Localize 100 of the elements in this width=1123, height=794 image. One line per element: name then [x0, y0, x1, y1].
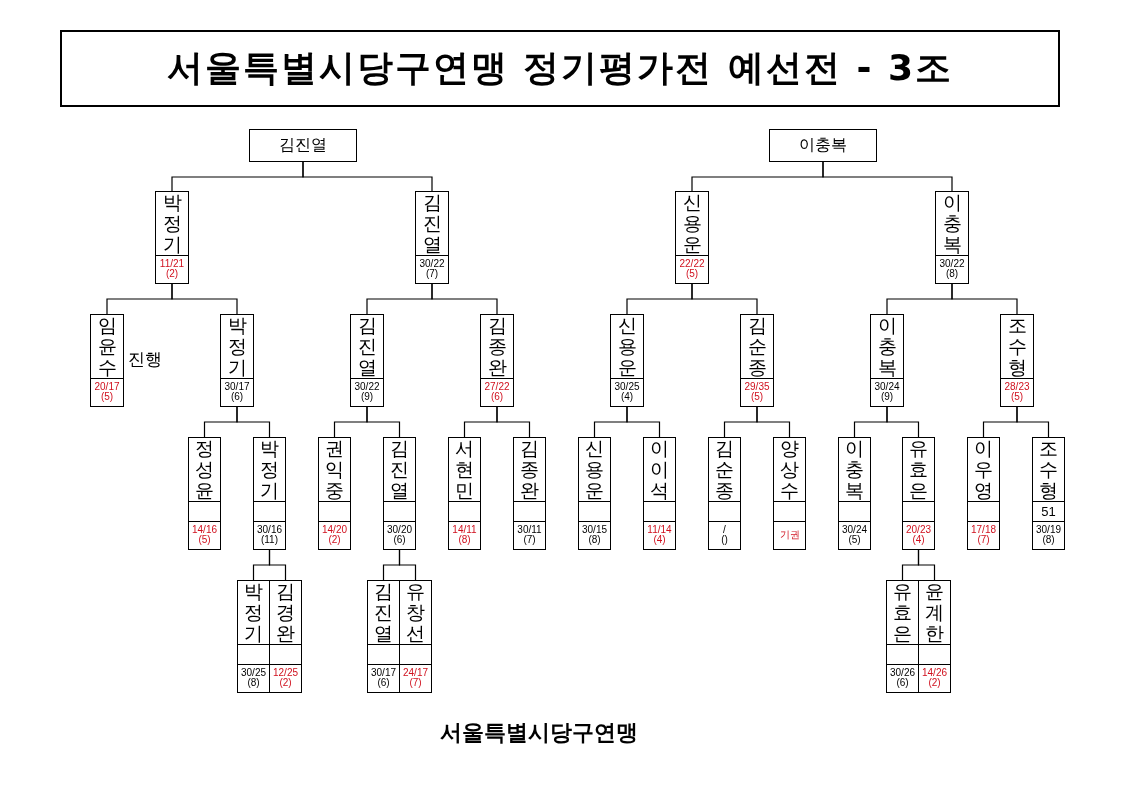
bracket-line [917, 549, 936, 581]
player-name: 김진열 [422, 192, 442, 255]
player-box [610, 314, 644, 407]
bracket-line [756, 406, 791, 438]
player-box [399, 580, 432, 693]
score-text: 30/20 (6) [386, 525, 413, 546]
player-name: 박정기 [244, 581, 263, 644]
player-box [249, 129, 357, 162]
player-box [1000, 314, 1034, 407]
player-name: 박정기 [227, 315, 247, 378]
player-name: 유창선 [406, 581, 425, 644]
player-box [578, 437, 611, 550]
player-box [902, 437, 935, 550]
score-text: 30/25 (4) [613, 381, 641, 403]
player-name: 이충복 [799, 135, 847, 156]
player-box [769, 129, 877, 162]
score-text: 30/22 (9) [353, 381, 381, 403]
player-box [318, 437, 351, 550]
score-text: 30/11 (7) [516, 525, 543, 546]
score-text: 30/22 (8) [938, 258, 966, 280]
player-name: 조수형 [1007, 315, 1027, 378]
note-text: 51 [1041, 503, 1056, 519]
player-name: 양상수 [780, 438, 799, 501]
player-name: 박정기 [260, 438, 279, 501]
player-name: 김진열 [374, 581, 393, 644]
score-text: 20/23 (4) [905, 525, 932, 546]
player-name: 신용운 [617, 315, 637, 378]
bracket-line [431, 283, 498, 315]
player-box [237, 580, 270, 693]
player-name: 김종완 [520, 438, 539, 501]
player-name: 정성윤 [195, 438, 214, 501]
player-name: 윤계한 [925, 581, 944, 644]
player-box [383, 437, 416, 550]
player-name: 신용운 [585, 438, 604, 501]
score-text: 12/25 (2) [272, 668, 299, 689]
player-name: 권익중 [325, 438, 344, 501]
score-text: 14/20 (2) [321, 525, 348, 546]
bracket-line [691, 283, 758, 315]
player-name: 이충복 [845, 438, 864, 501]
bracket-line [496, 406, 531, 438]
bracket-line [302, 161, 433, 192]
player-box [253, 437, 286, 550]
player-box [269, 580, 302, 693]
score-text: 30/15 (8) [581, 525, 608, 546]
score-text: 30/17 (6) [370, 668, 397, 689]
player-box [90, 314, 124, 407]
score-text: 30/19 (8) [1035, 525, 1062, 546]
score-text: 14/26 (2) [921, 668, 948, 689]
player-box [935, 191, 969, 284]
title-text: 서울특별시당구연맹 정기평가전 예선전 - 3조 [166, 46, 954, 90]
bracket-line [268, 549, 287, 581]
player-box [740, 314, 774, 407]
player-name: 유효은 [909, 438, 928, 501]
player-box [155, 191, 189, 284]
score-text: 30/24 (9) [873, 381, 901, 403]
player-name: 김순종 [747, 315, 767, 378]
score-text: 29/35 (5) [743, 381, 771, 403]
player-name: 김경완 [276, 581, 295, 644]
score-text: 24/17 (7) [402, 668, 429, 689]
player-name: 유효은 [893, 581, 912, 644]
player-box [480, 314, 514, 407]
bracket-line [171, 283, 238, 315]
bracket-line [886, 406, 920, 438]
score-text: 14/16 (5) [191, 525, 218, 546]
player-box [350, 314, 384, 407]
player-name: 김진열 [390, 438, 409, 501]
player-box [967, 437, 1000, 550]
player-box [415, 191, 449, 284]
score-text: 30/22 (7) [418, 258, 446, 280]
bracket-line [236, 406, 271, 438]
player-name: 조수형 [1039, 438, 1058, 501]
player-name: 이충복 [942, 192, 962, 255]
bracket-line [366, 406, 401, 438]
player-name: 이충복 [877, 315, 897, 378]
player-box [188, 437, 221, 550]
player-name: 이우영 [974, 438, 993, 501]
score-text: 14/11 (8) [451, 525, 478, 546]
score-text: 22/22 (5) [678, 258, 706, 280]
bracket-line [626, 406, 661, 438]
player-name: 김종완 [487, 315, 507, 378]
player-name: 임윤수 [97, 315, 117, 378]
bracket-line [398, 549, 417, 581]
player-box [708, 437, 741, 550]
score-text: 30/17 (6) [223, 381, 251, 403]
player-name: 박정기 [162, 192, 182, 255]
player-name: 김진열 [279, 135, 327, 156]
status-text: 진행 [128, 348, 162, 371]
score-text: 11/21 (2) [158, 258, 186, 280]
player-name: 서현민 [455, 438, 474, 501]
player-name: 김진열 [357, 315, 377, 378]
score-text: 20/17 (5) [93, 381, 121, 403]
score-text: 30/26 (6) [889, 668, 916, 689]
player-name: 이이석 [650, 438, 669, 501]
player-box [1032, 437, 1065, 550]
player-box [870, 314, 904, 407]
player-box [513, 437, 546, 550]
score-text: 11/14 (4) [646, 525, 673, 546]
player-box [643, 437, 676, 550]
score-text: 30/16 (11) [256, 525, 283, 546]
score-text: 17/18 (7) [970, 525, 997, 546]
